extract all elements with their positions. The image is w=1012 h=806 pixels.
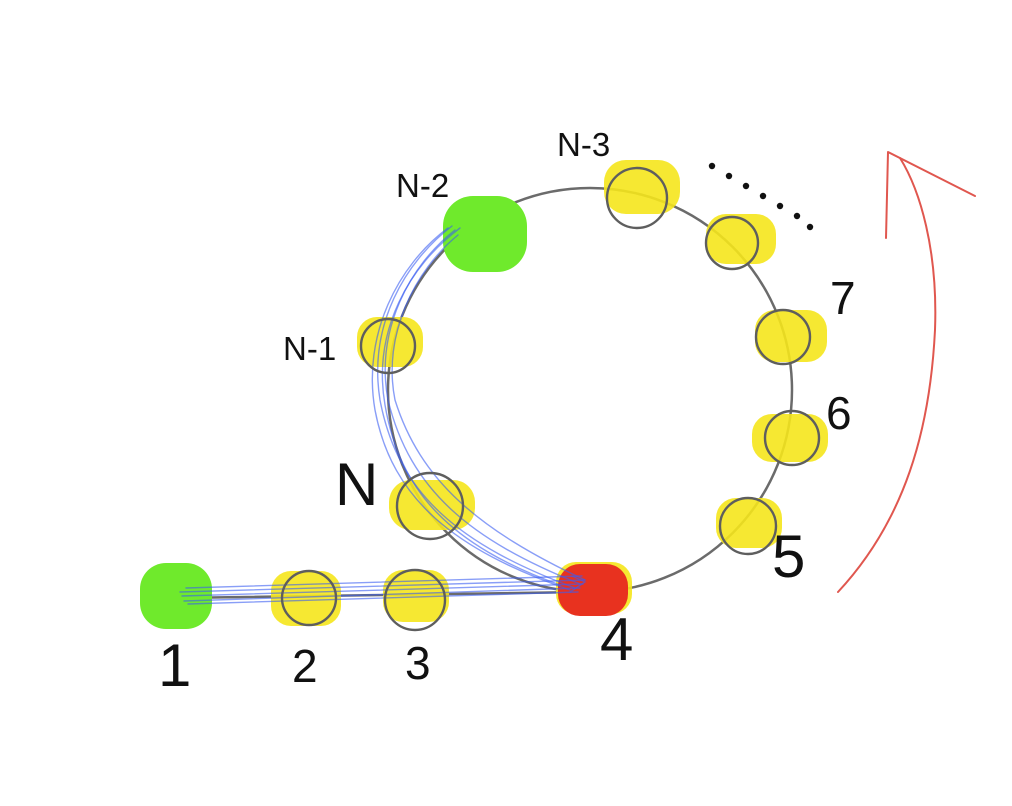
- highlight-node-6: [752, 414, 828, 462]
- node-outlines: [280, 166, 821, 632]
- node-circle-n-minus-1: [359, 317, 417, 375]
- highlight-node-7: [755, 310, 827, 362]
- node-circle-6: [763, 409, 821, 467]
- node-circle-7: [754, 308, 812, 366]
- node-label-n-minus-3: N-3: [557, 126, 610, 163]
- node-circle-2: [280, 569, 338, 627]
- green-node-1: [140, 563, 212, 629]
- node-label-n-minus-1: N-1: [283, 330, 336, 367]
- highlight-node-5: [716, 498, 782, 548]
- highlight-node-3: [383, 570, 449, 622]
- highlight-node-n-minus-3: [604, 160, 680, 214]
- node-circle-n: [395, 471, 465, 541]
- node-circle-5: [718, 496, 778, 556]
- node-label-1: 1: [158, 632, 191, 699]
- dotted-continuation: [708, 162, 814, 231]
- curved-arrow-up-icon: [837, 151, 976, 593]
- node-label-3: 3: [405, 637, 431, 689]
- green-node-n-minus-2: [443, 196, 527, 272]
- node-label-2: 2: [292, 640, 318, 692]
- node-label-n-minus-2: N-2: [396, 167, 449, 204]
- node-label-5: 5: [772, 523, 805, 590]
- node-label-n: N: [335, 451, 378, 518]
- node-circle-top-right: [704, 215, 760, 271]
- traversal-traces: [179, 225, 587, 605]
- node-circle-n-minus-3: [605, 166, 669, 230]
- highlight-blobs: [271, 160, 828, 626]
- node-label-6: 6: [826, 387, 852, 439]
- node-circle-3: [383, 568, 447, 632]
- node-label-4: 4: [600, 606, 633, 673]
- node-label-7: 7: [830, 272, 856, 324]
- highlight-node-top-right: [706, 214, 776, 264]
